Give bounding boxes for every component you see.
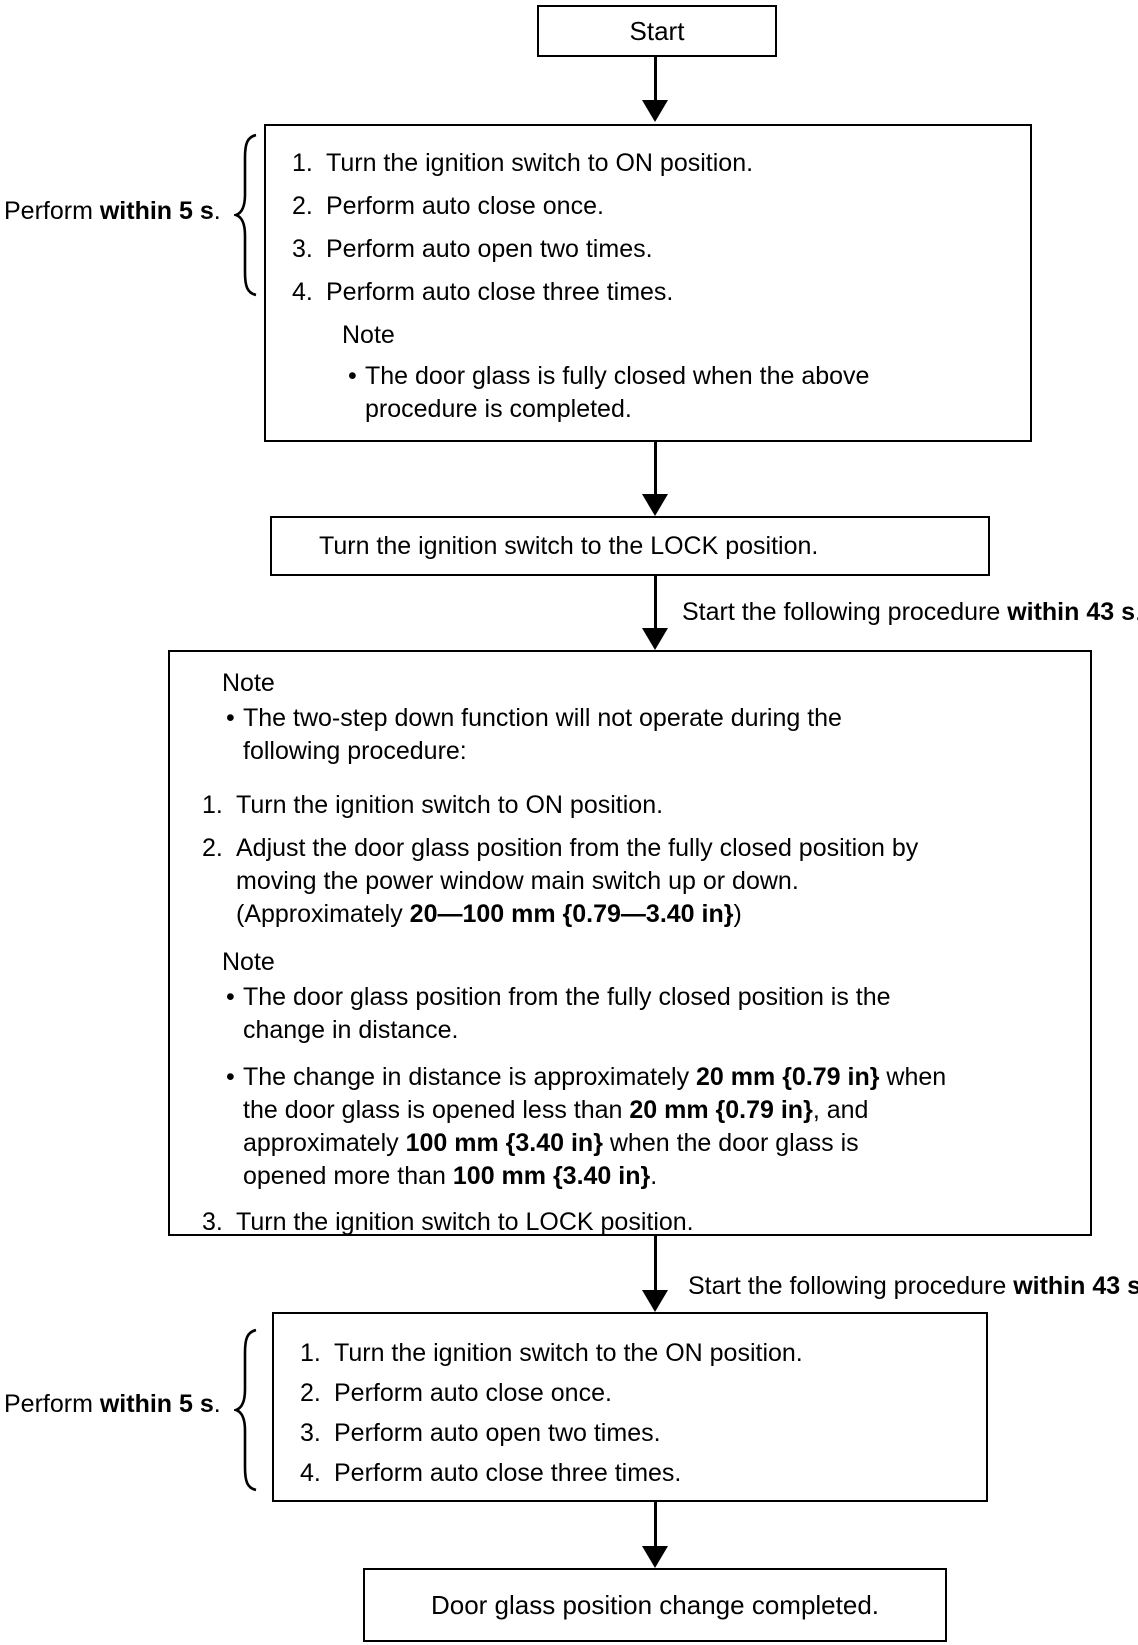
note-title: Note xyxy=(342,321,395,349)
step-text: Perform auto open two times. xyxy=(326,235,653,263)
step-number: 2. xyxy=(300,1379,321,1407)
step-text: Adjust the door glass position from the … xyxy=(236,834,919,928)
procedure-step: 3. Perform auto open two times. xyxy=(292,234,1030,264)
procedure-box-2: 1. Turn the ignition switch to the ON po… xyxy=(272,1312,988,1502)
step-number: 3. xyxy=(292,235,313,263)
step-text: Turn the ignition switch to ON position. xyxy=(236,791,664,819)
step-text: Turn the ignition switch to ON position. xyxy=(326,149,754,177)
note-bullet: • The door glass is fully closed when th… xyxy=(348,360,1030,426)
procedure-box-1: 1. Turn the ignition switch to ON positi… xyxy=(264,124,1032,442)
procedure-step: 2. Perform auto close once. xyxy=(300,1378,986,1408)
note-title: Note xyxy=(222,948,275,976)
perform-within-label: Perform within 5 s. xyxy=(4,1390,221,1418)
step-text: Perform auto close three times. xyxy=(326,278,674,306)
arrow-down-icon xyxy=(642,494,668,516)
step-number: 2. xyxy=(202,834,223,862)
timer-label-43s: Start the following procedure within 43 … xyxy=(688,1272,1138,1300)
start-node: Start xyxy=(537,5,777,57)
note-bullet: • The change in distance is approximatel… xyxy=(226,1061,1090,1193)
procedure-step: 1. Turn the ignition switch to the ON po… xyxy=(300,1338,986,1368)
connector-line xyxy=(654,1502,657,1546)
step-text: Perform auto close three times. xyxy=(334,1459,682,1487)
connector-line xyxy=(654,57,657,102)
step-number: 4. xyxy=(292,278,313,306)
perform-within-label: Perform within 5 s. xyxy=(4,197,221,225)
connector-line xyxy=(654,576,657,628)
note-bullet-text: The two-step down function will not oper… xyxy=(243,704,842,765)
arrow-down-icon xyxy=(642,1290,668,1312)
step-text: Perform auto close once. xyxy=(334,1379,612,1407)
connector-line xyxy=(654,442,657,494)
lock-position-box: Turn the ignition switch to the LOCK pos… xyxy=(270,516,990,576)
note-bullet-text: The door glass is fully closed when the … xyxy=(365,362,870,423)
step-number: 2. xyxy=(292,192,313,220)
end-label: Door glass position change completed. xyxy=(430,1589,880,1620)
timer-label-43s: Start the following procedure within 43 … xyxy=(682,598,1138,626)
arrow-down-icon xyxy=(642,100,668,122)
step-number: 4. xyxy=(300,1459,321,1487)
bullet-icon: • xyxy=(226,983,235,1011)
step-text: Turn the ignition switch to LOCK positio… xyxy=(236,1208,694,1236)
step-text: Perform auto close once. xyxy=(326,192,604,220)
bullet-icon: • xyxy=(226,704,235,732)
arrow-down-icon xyxy=(642,628,668,650)
curly-brace-icon xyxy=(234,133,257,297)
procedure-step: 3. Perform auto open two times. xyxy=(300,1418,986,1448)
end-node: Door glass position change completed. xyxy=(363,1568,947,1642)
procedure-step: 1. Turn the ignition switch to ON positi… xyxy=(292,148,1030,178)
note-bullet-text: The door glass position from the fully c… xyxy=(243,983,891,1044)
curly-brace-icon xyxy=(234,1328,257,1492)
note-bullet: • The door glass position from the fully… xyxy=(226,981,1090,1047)
step-number: 3. xyxy=(300,1419,321,1447)
procedure-step: 2. Adjust the door glass position from t… xyxy=(202,832,1090,931)
procedure-step: 1. Turn the ignition switch to ON positi… xyxy=(202,790,1090,820)
step-number: 1. xyxy=(300,1339,321,1367)
note-bullet: • The two-step down function will not op… xyxy=(226,702,1090,768)
start-label: Start xyxy=(629,15,685,46)
procedure-step: 4. Perform auto close three times. xyxy=(292,277,1030,307)
connector-line xyxy=(654,1236,657,1290)
lock-position-text: Turn the ignition switch to the LOCK pos… xyxy=(319,531,819,560)
bullet-icon: • xyxy=(348,362,357,390)
step-text: Turn the ignition switch to the ON posit… xyxy=(334,1339,803,1367)
procedure-step: 3. Turn the ignition switch to LOCK posi… xyxy=(202,1207,1090,1237)
step-text: Perform auto open two times. xyxy=(334,1419,661,1447)
procedure-step: 4. Perform auto close three times. xyxy=(300,1458,986,1488)
bullet-icon: • xyxy=(226,1063,235,1091)
procedure-step: 2. Perform auto close once. xyxy=(292,191,1030,221)
note-title: Note xyxy=(222,669,275,697)
note-bullet-text: The change in distance is approximately … xyxy=(243,1063,947,1190)
arrow-down-icon xyxy=(642,1546,668,1568)
step-number: 3. xyxy=(202,1208,223,1236)
adjustment-procedure-box: Note • The two-step down function will n… xyxy=(168,650,1092,1236)
step-number: 1. xyxy=(202,791,223,819)
step-number: 1. xyxy=(292,149,313,177)
